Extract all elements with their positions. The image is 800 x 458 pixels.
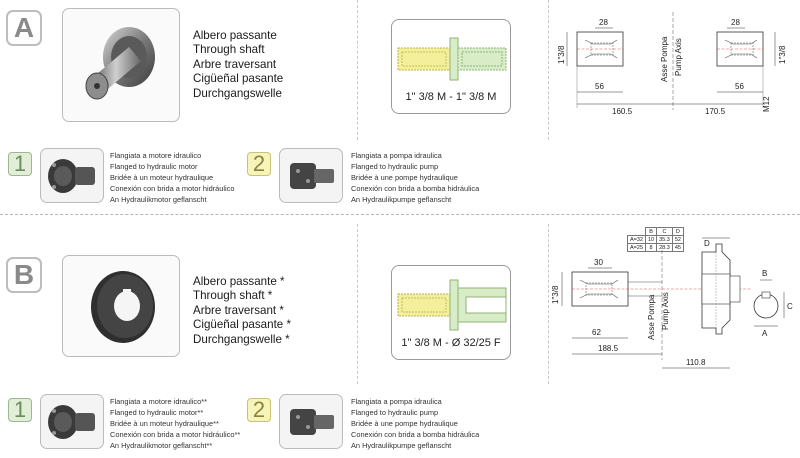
section-a-badge: A	[6, 10, 42, 46]
shaft-name-fr: Arbre traversant	[193, 57, 277, 71]
section-b-badge: B	[6, 257, 42, 293]
dim-160-5: 160.5	[612, 107, 633, 116]
section-a-combo-label: 1" 3/8 M - 1" 3/8 M	[405, 91, 497, 103]
hydraulic-pump-image-b	[290, 409, 334, 435]
section-b-shaft-combo: 1" 3/8 M - Ø 32/25 F	[391, 265, 511, 360]
section-b-divider-1	[357, 224, 358, 384]
shaft-name-es-b: Cigüeñal pasante *	[193, 318, 291, 332]
section-b-motor-photo	[40, 394, 104, 449]
dim-56-right: 56	[735, 82, 744, 91]
dim-dia-left: 1"3/8	[557, 45, 566, 64]
section-b-option-1-number: 1	[8, 398, 32, 422]
section-b-option-2-number: 2	[247, 398, 271, 422]
dim-110-8: 110.8	[686, 358, 706, 367]
dim-28-right: 28	[731, 18, 740, 27]
label-d: D	[704, 239, 710, 248]
dim-28-left: 28	[599, 18, 608, 27]
section-a-motor-photo	[40, 148, 104, 203]
shaft-name-fr-b: Arbre traversant *	[193, 303, 284, 317]
section-b-dimension-drawing: 30 62 188.5 110.8 1"3/8 Asse Pompa Pump …	[552, 237, 793, 369]
shaft-name-it: Albero passante	[193, 29, 277, 42]
section-a-divider-2	[548, 0, 549, 140]
hydraulic-motor-image-b	[48, 405, 95, 439]
dim-30: 30	[594, 258, 603, 267]
section-a-option-1-text: Flangiata a motore idraulico Flanged to …	[110, 151, 235, 204]
section-a-option-1-number: 1	[8, 152, 32, 176]
section-a-shaft-combo: 1" 3/8 M - 1" 3/8 M	[391, 19, 511, 114]
section-separator	[0, 214, 800, 215]
section-b-combo-shafts	[397, 279, 507, 331]
label-pump-axis-b: Pump Axis	[661, 292, 670, 330]
dim-188-5: 188.5	[598, 344, 619, 353]
dim-thread-m12: M12	[762, 96, 771, 112]
dim-62: 62	[592, 328, 601, 337]
label-asse-pompa-a: Asse Pompa	[660, 36, 669, 82]
through-shaft-photo	[62, 8, 180, 122]
shaft-name-en: Through shaft	[193, 43, 265, 57]
section-b-combo-label: 1" 3/8 M - Ø 32/25 F	[401, 337, 501, 349]
section-a-combo-shafts	[397, 37, 507, 81]
section-b-option-1-text: Flangiata a motore idraulico** Flanged t…	[110, 397, 241, 450]
hollow-shaft-photo	[62, 255, 180, 357]
hydraulic-pump-image	[290, 163, 334, 189]
dimension-table: B C D A=32 10 35.3 52 A=25 8 28.3 45	[627, 227, 684, 252]
shaft-name-it-b: Albero passante *	[193, 275, 285, 288]
section-b-option-2-text: Flangiata a pompa idraulica Flanged to h…	[351, 397, 480, 450]
shaft-name-de-b: Durchgangswelle *	[193, 332, 290, 346]
shaft-name-es: Cigüeñal pasante	[193, 72, 284, 86]
label-b: B	[762, 269, 767, 278]
label-pump-axis-a: Pump Axis	[674, 38, 683, 76]
label-asse-pompa-b: Asse Pompa	[647, 294, 656, 340]
section-a-shaft-names: Albero passante Through shaft Arbre trav…	[193, 29, 283, 101]
dim-170-5: 170.5	[705, 107, 726, 116]
dim-dia-right: 1"3/8	[778, 45, 787, 64]
shaft-name-de: Durchgangswelle	[193, 86, 282, 100]
hydraulic-motor-image	[48, 159, 95, 193]
hollow-shaft-image	[91, 271, 155, 343]
dim-dia-b: 1"3/8	[552, 285, 560, 304]
shaft-name-en-b: Through shaft *	[193, 289, 273, 303]
section-b-pump-photo	[279, 394, 343, 449]
section-a-dimension-drawing: 28 28 56 56 160.5 170.5 1"3/8 1"3/8 M12 …	[557, 12, 787, 116]
section-a-pump-photo	[279, 148, 343, 203]
through-shaft-image	[85, 27, 155, 100]
section-a-option-2-text: Flangiata a pompa idraulica Flanged to h…	[351, 151, 480, 204]
section-a-divider-1	[357, 0, 358, 140]
dim-56-left: 56	[595, 82, 604, 91]
section-b-divider-2	[548, 224, 549, 384]
section-a-option-2-number: 2	[247, 152, 271, 176]
label-c: C	[787, 302, 793, 311]
section-b-shaft-names: Albero passante * Through shaft * Arbre …	[193, 275, 291, 347]
label-a: A	[762, 329, 768, 338]
